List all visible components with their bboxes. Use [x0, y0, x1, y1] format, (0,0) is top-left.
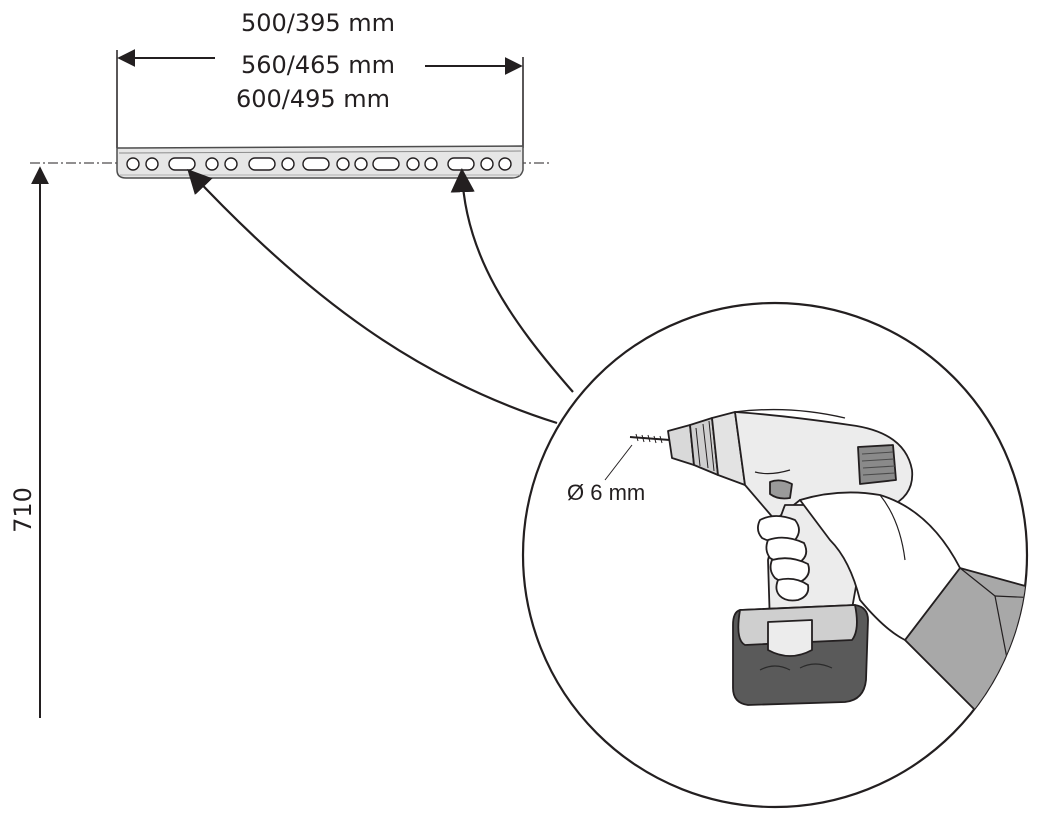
bit-size-label: Ø 6 mm [567, 480, 645, 505]
rail-hole [145, 157, 159, 171]
rail-hole [205, 157, 219, 171]
hand [757, 491, 961, 641]
width-label-1: 500/395 mm [241, 9, 395, 37]
rail-hole [498, 157, 512, 171]
rail-hole [302, 157, 330, 171]
rail-hole [372, 157, 400, 171]
rail-hole [336, 157, 350, 171]
rail-hole [354, 157, 368, 171]
pointer-arrows [187, 167, 574, 425]
rail-hole [406, 157, 420, 171]
bit-leader-line [604, 444, 633, 481]
rail-hole [424, 157, 438, 171]
rail-hole [447, 157, 475, 171]
width-label-3: 600/495 mm [236, 85, 390, 113]
rail-hole [224, 157, 238, 171]
drill-detail: Ø 6 mm [521, 301, 1029, 809]
rail-hole [248, 157, 276, 171]
height-label: 710 [9, 487, 37, 533]
width-dimension: 500/395 mm 560/465 mm 600/495 mm [116, 9, 524, 148]
pointer-arrow-left [187, 169, 558, 425]
rail-hole [281, 157, 295, 171]
rail-edge [118, 150, 522, 154]
rail-hole [126, 157, 140, 171]
rail-hole [480, 157, 494, 171]
mounting-rail [116, 145, 524, 179]
height-dimension: 710 [9, 166, 49, 718]
rail-hole [168, 157, 196, 171]
width-label-2: 560/465 mm [241, 51, 395, 79]
pointer-arrow-right [450, 167, 574, 393]
rail-holes [126, 157, 512, 171]
